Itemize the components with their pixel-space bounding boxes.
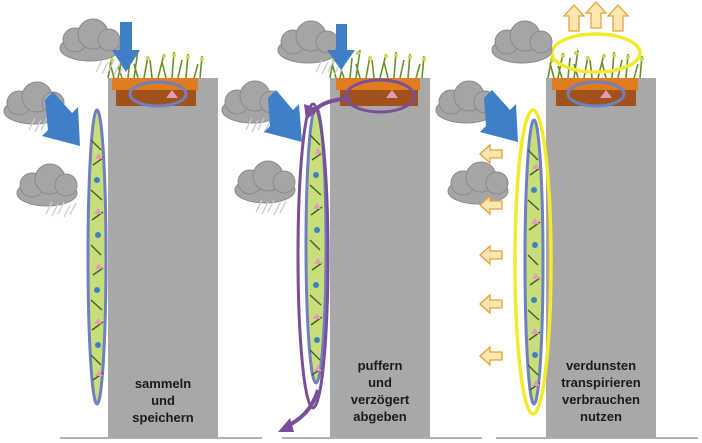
green-roof-2 [329, 49, 426, 106]
panel-puffern [221, 20, 430, 438]
green-facade-3 [523, 118, 545, 406]
blue-arrow-icon-2 [264, 24, 355, 142]
green-roof-3 [547, 49, 644, 106]
building-2 [330, 78, 430, 438]
label-line: transpirieren [561, 375, 641, 390]
purple-arrowhead-icon [278, 104, 319, 432]
building-1 [108, 78, 218, 438]
label-line: nutzen [580, 409, 622, 424]
panel-verdunsten [435, 1, 656, 438]
label-puffern: puffern und verzögert abgeben [330, 357, 430, 425]
panel-sammeln [3, 18, 218, 438]
green-facade-1 [86, 108, 108, 406]
label-line: sammeln [134, 376, 192, 391]
facade-highlight-3 [513, 108, 553, 416]
building-3 [546, 78, 656, 438]
label-line: verzögert [350, 392, 410, 407]
roof-highlight-3 [566, 80, 626, 108]
label-line: verbrauchen [561, 392, 641, 407]
label-line: und [151, 393, 175, 408]
roof-highlight-1 [128, 80, 188, 108]
label-line: speichern [132, 410, 194, 425]
roof-highlight-2 [344, 78, 416, 114]
label-line: und [368, 375, 392, 390]
blue-arrow-icon [42, 22, 140, 146]
label-line: puffern [357, 358, 403, 373]
facade-highlight-2 [296, 102, 330, 410]
label-line: verdunsten [565, 358, 637, 373]
plants-highlight-3 [550, 32, 642, 74]
label-line: abgeben [353, 409, 407, 424]
label-sammeln: sammeln und speichern [108, 375, 218, 426]
label-verdunsten: verdunsten transpirieren verbrauchen nut… [546, 357, 656, 425]
blue-arrow-icon-3 [480, 90, 518, 142]
